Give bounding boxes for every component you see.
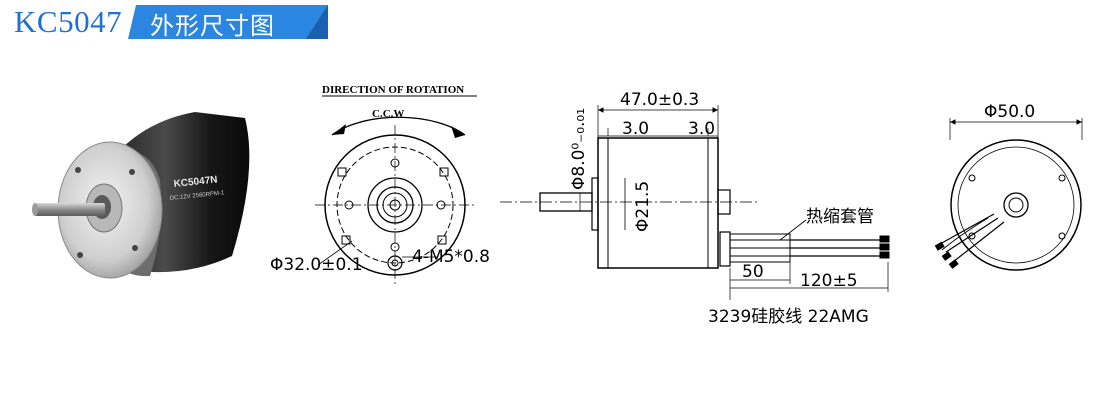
motor-photo: KC5047N DC:12V 2560RPM-1 — [32, 112, 250, 279]
photo-label-spec: DC:12V 2560RPM-1 — [170, 190, 226, 202]
sleeve-length: 50 — [742, 262, 764, 282]
right-step-dimension: 3.0 — [688, 119, 715, 139]
lead-length: 120±5 — [800, 271, 858, 291]
section-banner — [128, 5, 328, 39]
section-title: 外形尺寸图 — [150, 12, 275, 40]
side-view: 47.0±0.3 3.0 3.0 Φ8.0⁰₋₀.₀₁ Φ21.5 热缩套管 5… — [500, 90, 890, 327]
rear-view: Φ50.0 — [934, 102, 1083, 271]
shaft-dimension: Φ8.0⁰₋₀.₀₁ — [569, 108, 589, 190]
pcd-dimension: Φ32.0±0.1 — [270, 255, 363, 275]
sleeve-label: 热缩套管 — [806, 207, 874, 227]
boss-dimension: Φ21.5 — [633, 181, 653, 232]
rotation-title: DIRECTION OF ROTATION — [322, 84, 464, 96]
length-dimension: 47.0±0.3 — [620, 90, 699, 110]
wire-spec: 3239硅胶线 22AMG — [708, 307, 869, 327]
front-view: DIRECTION OF ROTATION C.C.W — [270, 84, 490, 285]
outer-diameter-dimension: Φ50.0 — [984, 102, 1035, 122]
left-step-dimension: 3.0 — [622, 119, 649, 139]
model-number: KC5047 — [14, 4, 123, 39]
screw-dimension: 4-M5*0.8 — [412, 247, 490, 267]
photo-label-model: KC5047N — [173, 174, 218, 190]
